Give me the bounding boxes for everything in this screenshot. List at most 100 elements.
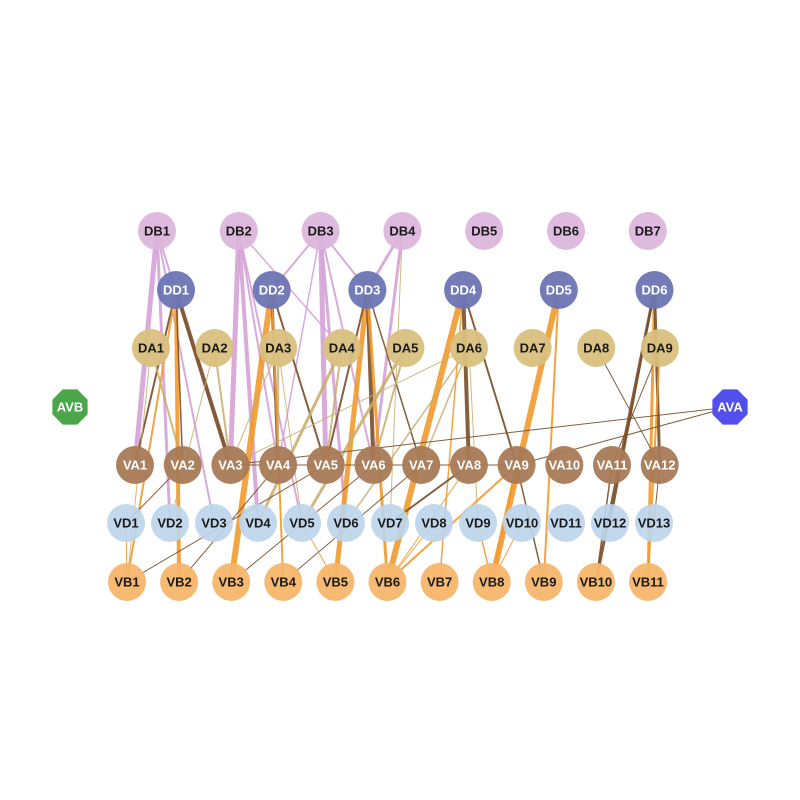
node-label: DA6 — [456, 341, 482, 356]
node-vd8[interactable]: VD8 — [415, 504, 453, 542]
node-label: DB6 — [553, 224, 579, 239]
node-dd4[interactable]: DD4 — [444, 271, 483, 309]
node-shape — [629, 563, 667, 601]
node-va8[interactable]: VA8 — [449, 446, 488, 484]
node-shape — [524, 563, 563, 601]
node-vd1[interactable]: VD1 — [107, 504, 145, 542]
node-vd5[interactable]: VD5 — [283, 504, 321, 542]
node-vd2[interactable]: VD2 — [151, 504, 189, 542]
node-db7[interactable]: DB7 — [628, 212, 667, 250]
node-dd3[interactable]: DD3 — [348, 271, 387, 309]
node-shape — [386, 329, 425, 367]
node-db1[interactable]: DB1 — [138, 212, 176, 250]
node-da4[interactable]: DA4 — [322, 329, 361, 367]
node-vb7[interactable]: VB7 — [420, 563, 459, 601]
node-avb[interactable]: AVB — [52, 389, 88, 425]
node-db5[interactable]: DB5 — [465, 212, 504, 250]
node-db4[interactable]: DB4 — [383, 212, 422, 250]
edge-db3-va4 — [277, 230, 322, 466]
node-label: DA7 — [520, 341, 546, 356]
node-label: AVA — [717, 400, 743, 415]
node-vb9[interactable]: VB9 — [524, 563, 563, 601]
node-vb6[interactable]: VB6 — [368, 563, 407, 601]
node-vb10[interactable]: VB10 — [576, 563, 615, 601]
node-va10[interactable]: VA10 — [545, 446, 584, 484]
node-label: VA11 — [597, 458, 628, 473]
node-vd9[interactable]: VD9 — [459, 504, 497, 542]
edge-da4-va5 — [324, 347, 343, 466]
edge-dd4-va9 — [462, 289, 518, 466]
edge-da5-vd5 — [300, 346, 407, 525]
node-vd6[interactable]: VD6 — [327, 504, 365, 542]
edge-db2-va3 — [227, 228, 242, 468]
node-shape — [591, 504, 629, 542]
node-va7[interactable]: VA7 — [402, 446, 441, 484]
node-vb8[interactable]: VB8 — [472, 563, 511, 601]
node-label: VB7 — [427, 575, 452, 590]
node-va1[interactable]: VA1 — [116, 446, 154, 484]
node-vb1[interactable]: VB1 — [108, 563, 146, 601]
node-label: VD1 — [113, 516, 138, 531]
node-va2[interactable]: VA2 — [163, 446, 202, 484]
node-vb11[interactable]: VB11 — [629, 563, 667, 601]
node-shape — [316, 563, 355, 601]
node-shape — [640, 446, 679, 484]
node-shape — [306, 446, 345, 484]
node-label: DA5 — [392, 341, 418, 356]
node-vd12[interactable]: VD12 — [591, 504, 629, 542]
node-va11[interactable]: VA11 — [593, 446, 631, 484]
node-label: VB4 — [271, 575, 297, 590]
node-dd5[interactable]: DD5 — [539, 271, 578, 309]
node-vb2[interactable]: VB2 — [160, 563, 199, 601]
node-label: VA10 — [549, 458, 581, 473]
node-vb5[interactable]: VB5 — [316, 563, 355, 601]
node-va12[interactable]: VA12 — [640, 446, 679, 484]
node-shape — [132, 329, 170, 367]
node-vd7[interactable]: VD7 — [371, 504, 409, 542]
node-va9[interactable]: VA9 — [497, 446, 536, 484]
node-db3[interactable]: DB3 — [301, 212, 340, 250]
edge-dd1-va2 — [175, 289, 184, 466]
node-db6[interactable]: DB6 — [547, 212, 585, 250]
node-da5[interactable]: DA5 — [386, 329, 425, 367]
node-label: VB10 — [580, 575, 613, 590]
node-va5[interactable]: VA5 — [306, 446, 345, 484]
node-da2[interactable]: DA2 — [195, 329, 234, 367]
node-vd4[interactable]: VD4 — [239, 504, 277, 542]
node-da1[interactable]: DA1 — [132, 329, 170, 367]
node-shape — [450, 329, 488, 367]
node-dd6[interactable]: DD6 — [635, 271, 674, 309]
node-va4[interactable]: VA4 — [259, 446, 298, 484]
node-shape — [259, 329, 298, 367]
node-shape — [348, 271, 387, 309]
node-db2[interactable]: DB2 — [219, 212, 258, 250]
node-vd10[interactable]: VD10 — [503, 504, 541, 542]
node-va6[interactable]: VA6 — [354, 446, 393, 484]
node-vb3[interactable]: VB3 — [212, 563, 251, 601]
node-dd1[interactable]: DD1 — [157, 271, 195, 309]
node-vb4[interactable]: VB4 — [264, 563, 303, 601]
node-dd2[interactable]: DD2 — [252, 271, 291, 309]
node-va3[interactable]: VA3 — [211, 446, 250, 484]
edge-dd6-va12 — [653, 288, 662, 467]
node-da9[interactable]: DA9 — [640, 329, 679, 367]
edge-dd5-vb9 — [542, 289, 560, 583]
node-shape — [138, 212, 176, 250]
node-label: VD7 — [377, 516, 402, 531]
node-da6[interactable]: DA6 — [450, 329, 488, 367]
node-label: VA2 — [171, 458, 195, 473]
node-label: VD5 — [289, 516, 314, 531]
node-vd3[interactable]: VD3 — [195, 504, 233, 542]
node-shape — [371, 504, 409, 542]
node-da7[interactable]: DA7 — [513, 329, 552, 367]
node-ava[interactable]: AVA — [712, 389, 748, 425]
node-da8[interactable]: DA8 — [577, 329, 616, 367]
node-label: DD6 — [641, 283, 667, 298]
node-label: DA4 — [329, 341, 356, 356]
node-label: DB1 — [144, 224, 170, 239]
node-vd13[interactable]: VD13 — [635, 504, 673, 542]
node-vd11[interactable]: VD11 — [547, 504, 585, 542]
node-da3[interactable]: DA3 — [259, 329, 298, 367]
edge-dd3-va7 — [366, 289, 422, 466]
